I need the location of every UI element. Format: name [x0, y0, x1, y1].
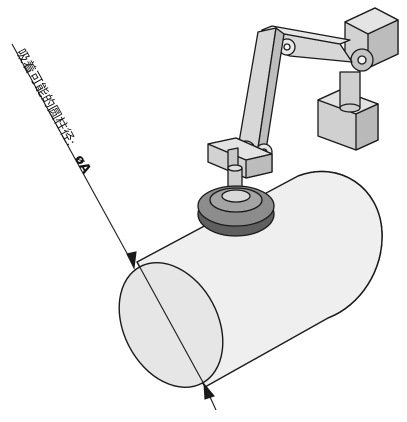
lower-link — [236, 27, 285, 161]
leader-line-upper — [11, 43, 135, 267]
diameter-line — [136, 261, 206, 387]
top-mount — [344, 7, 399, 72]
wrist-bracket — [207, 137, 273, 179]
dimension-label-symbol: øA — [71, 152, 93, 176]
dimension-annotation — [11, 43, 217, 411]
cylinder-back-cap — [297, 170, 383, 319]
dimension-label-text: 吸着可能的圆柱径: — [13, 46, 80, 149]
suction-cup — [197, 185, 275, 237]
arrowhead-lower — [203, 382, 215, 400]
robot-arm — [197, 7, 399, 237]
motor-base — [317, 71, 379, 151]
arrowhead-upper — [126, 251, 137, 270]
